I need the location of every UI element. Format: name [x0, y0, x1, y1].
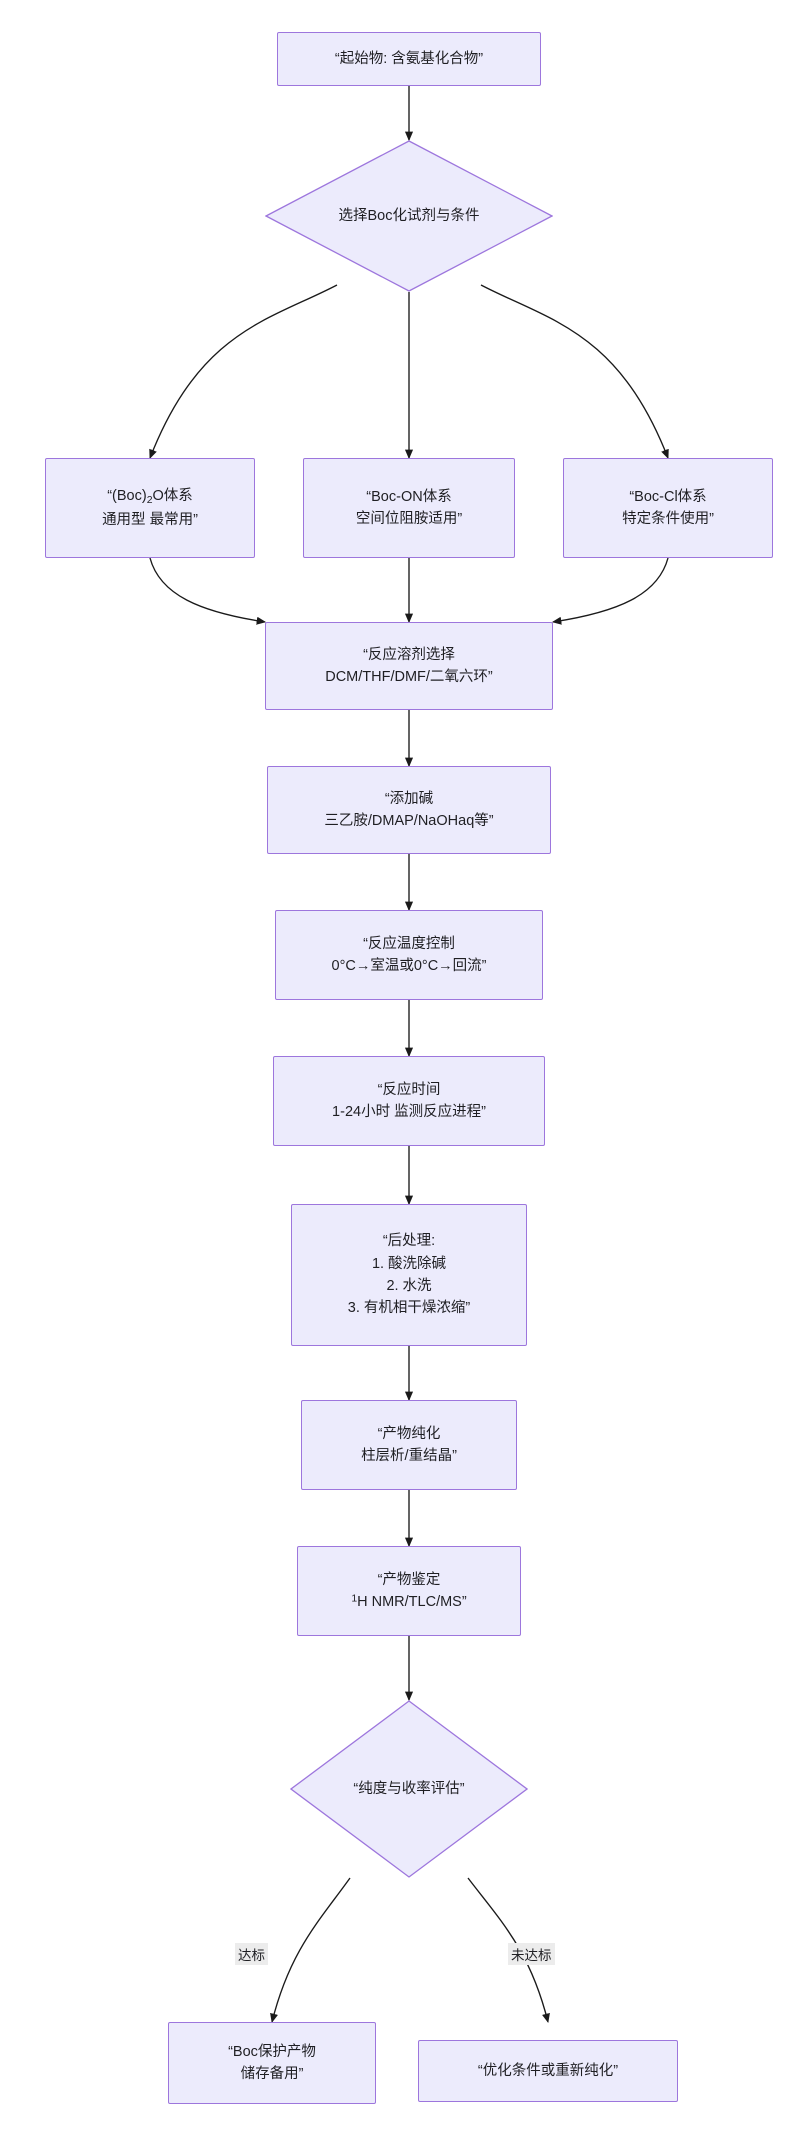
edge-label-fail: 未达标: [508, 1943, 555, 1965]
node-temperature-line1: “反应温度控制: [363, 935, 455, 952]
node-workup[interactable]: “后处理: 1. 酸洗除碱 2. 水洗 3. 有机相干燥浓缩”: [291, 1204, 527, 1346]
node-choose-reagent-label: 选择Boc化试剂与条件: [338, 207, 480, 224]
node-reaction-time[interactable]: “反应时间 1-24小时 监测反应进程”: [273, 1056, 545, 1146]
node-workup-line3: 2. 水洗: [386, 1278, 432, 1294]
node-boccl[interactable]: “Boc-Cl体系 特定条件使用”: [563, 458, 773, 558]
node-workup-line1: “后处理:: [382, 1233, 436, 1250]
node-temperature-line2: 0°C→室温或0°C→回流”: [331, 958, 487, 974]
node-pass-result[interactable]: “Boc保护产物 储存备用”: [168, 2022, 376, 2104]
node-base[interactable]: “添加碱 三乙胺/DMAP/NaOHaq等”: [267, 766, 551, 854]
node-base-line1: “添加碱: [384, 790, 434, 807]
node-boc2o-line1: “(Boc)2O体系: [107, 487, 193, 506]
node-workup-line2: 1. 酸洗除碱: [371, 1255, 447, 1272]
node-solvent-line2: DCM/THF/DMF/二氧六环”: [325, 669, 493, 685]
diamond-shape: [265, 140, 553, 292]
node-start[interactable]: “起始物: 含氨基化合物”: [277, 32, 541, 86]
edge-label-pass: 达标: [235, 1943, 268, 1965]
node-boc2o[interactable]: “(Boc)2O体系 通用型 最常用”: [45, 458, 255, 558]
node-boc2o-line2: 通用型 最常用”: [102, 511, 198, 528]
node-evaluate-label: “纯度与收率评估”: [353, 1780, 465, 1797]
node-purify-line1: “产物纯化: [377, 1425, 441, 1442]
node-fail-result[interactable]: “优化条件或重新纯化”: [418, 2040, 678, 2102]
node-identify-line1: “产物鉴定: [377, 1571, 441, 1588]
node-boccl-line2: 特定条件使用”: [622, 511, 714, 527]
node-reaction-time-line1: “反应时间: [377, 1081, 441, 1098]
node-identify[interactable]: “产物鉴定 1H NMR/TLC/MS”: [297, 1546, 521, 1636]
node-base-line2: 三乙胺/DMAP/NaOHaq等”: [324, 813, 494, 829]
node-choose-reagent[interactable]: 选择Boc化试剂与条件: [265, 140, 553, 292]
node-evaluate[interactable]: “纯度与收率评估”: [290, 1700, 528, 1878]
node-temperature[interactable]: “反应温度控制 0°C→室温或0°C→回流”: [275, 910, 543, 1000]
node-identify-line2: 1H NMR/TLC/MS”: [351, 1593, 467, 1610]
diamond-shape: [290, 1700, 528, 1878]
node-bocon-line1: “Boc-ON体系: [366, 488, 452, 505]
node-solvent-line1: “反应溶剂选择: [363, 646, 455, 663]
node-boccl-line1: “Boc-Cl体系: [629, 488, 707, 505]
node-purify-line2: 柱层析/重结晶”: [361, 1448, 457, 1464]
node-solvent[interactable]: “反应溶剂选择 DCM/THF/DMF/二氧六环”: [265, 622, 553, 710]
node-purify[interactable]: “产物纯化 柱层析/重结晶”: [301, 1400, 517, 1490]
node-bocon[interactable]: “Boc-ON体系 空间位阻胺适用”: [303, 458, 515, 558]
node-workup-line4: 3. 有机相干燥浓缩”: [347, 1300, 471, 1317]
node-pass-result-line2: 储存备用”: [240, 2066, 304, 2082]
node-reaction-time-line2: 1-24小时 监测反应进程”: [332, 1104, 486, 1120]
node-bocon-line2: 空间位阻胺适用”: [355, 511, 463, 527]
node-pass-result-line1: “Boc保护产物: [228, 2043, 316, 2060]
